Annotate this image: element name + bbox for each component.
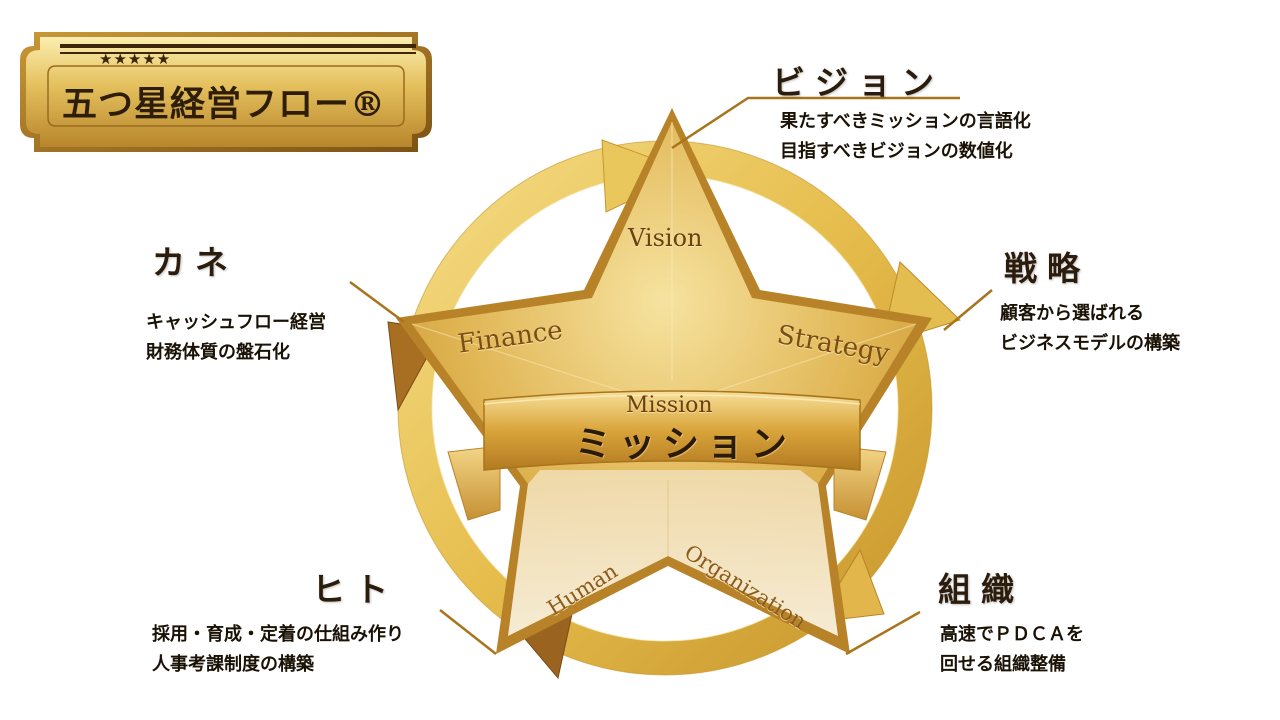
leader-lines [120, 96, 1190, 656]
callout-organization-heading: 組織 [938, 570, 1024, 609]
callout-human-line: 採用・育成・定着の仕組み作り [152, 624, 404, 645]
diagram-title: 五つ星経営フロー® [62, 84, 387, 125]
callout-finance-line: 財務体質の盤石化 [146, 342, 290, 363]
five-stars-icon: ★★★★★ [99, 50, 172, 68]
callout-human-heading: ヒト [312, 570, 398, 609]
callout-organization-line: 回せる組織整備 [940, 654, 1066, 675]
callout-organization-body: 高速でＰＤＣＡを 回せる組織整備 [940, 620, 1084, 680]
callout-human-body: 採用・育成・定着の仕組み作り 人事考課制度の構築 [152, 620, 404, 680]
title-plaque [20, 32, 432, 152]
callout-vision-body: 果たすべきミッションの言語化 目指すべきビジョンの数値化 [780, 107, 1031, 167]
callout-vision-line: 果たすべきミッションの言語化 [780, 111, 1031, 132]
callout-finance-body: キャッシュフロー経営 財務体質の盤石化 [146, 308, 326, 368]
mission-label-en: Mission [626, 393, 713, 418]
callout-human-line: 人事考課制度の構築 [152, 654, 314, 675]
callout-vision-line: 目指すべきビジョンの数値化 [780, 141, 1013, 162]
callout-vision-heading: ビジョン [772, 63, 944, 102]
callout-strategy-body: 顧客から選ばれる ビジネスモデルの構築 [1000, 299, 1180, 359]
mission-label-ja: ミッション [575, 423, 796, 465]
mission-star [396, 108, 932, 654]
mission-ribbon [447, 390, 887, 521]
callout-strategy-heading: 戦略 [1004, 249, 1090, 288]
callout-organization-line: 高速でＰＤＣＡを [940, 624, 1084, 645]
callout-finance-heading: カネ [152, 243, 238, 282]
callout-strategy-line: 顧客から選ばれる [1000, 303, 1144, 324]
callout-finance-line: キャッシュフロー経営 [146, 312, 326, 333]
star-label-vision: Vision [628, 224, 703, 252]
callout-strategy-line: ビジネスモデルの構築 [1000, 333, 1180, 354]
